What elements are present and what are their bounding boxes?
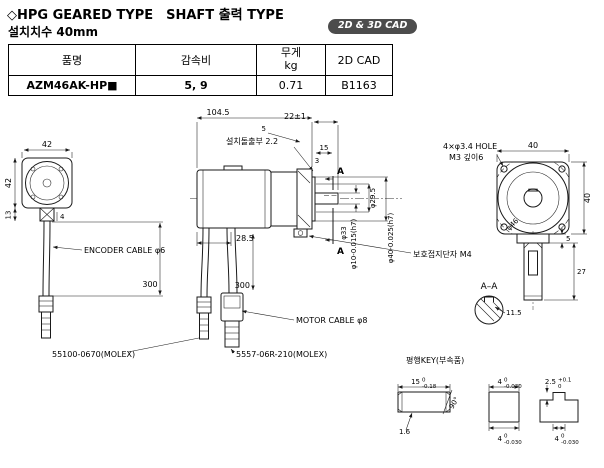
- mounting-hole: [558, 165, 566, 173]
- keyway-slot: [484, 296, 494, 302]
- motor-cable-label: MOTOR CABLE φ8: [296, 316, 367, 325]
- rear-view: 42 42 13 4: [4, 140, 73, 339]
- dim-40-right: 40: [583, 193, 592, 203]
- col-header-name: 품명: [8, 44, 136, 76]
- weight-unit: kg: [284, 59, 298, 72]
- holes-label: 4×φ3.4 HOLE: [443, 142, 497, 151]
- motor-rear-housing: [21, 157, 73, 209]
- dim-keyway-depth-tol-bottom: 0: [558, 384, 562, 390]
- protrusion-label: 설치돌출부 2.2: [226, 136, 278, 146]
- dim-300-left: 300: [142, 280, 157, 289]
- dim-key-width-tol-top: 0: [504, 378, 508, 384]
- molex-encoder-label: 55100-0670(MOLEX): [52, 350, 135, 359]
- dim-keyway-depth-tol-top: +0.1: [558, 378, 571, 384]
- mounting-hole: [500, 223, 508, 231]
- dim-40-top: 40: [528, 141, 538, 150]
- dim-key-height: 4: [498, 435, 503, 443]
- col-header-weight: 무게 kg: [256, 44, 326, 76]
- encoder-connector: [196, 296, 212, 314]
- dim-5-shaft: 5: [566, 235, 570, 243]
- side-view: 104.5 22±1 5 설치돌출부 2.2 15 3: [190, 108, 402, 348]
- output-shaft: [314, 192, 339, 205]
- dim-42-top: 42: [42, 140, 52, 149]
- dim-key-width-tol-bottom: -0.030: [504, 384, 522, 390]
- cell-cad: B1163: [325, 75, 393, 96]
- section-arrow-a-top: A: [337, 167, 344, 177]
- dim-keyway-depth: 2.5: [545, 378, 556, 386]
- dim-key-height-tol-top: 0: [504, 434, 508, 440]
- molex-motor-label: 5557-06R-210(MOLEX): [236, 350, 327, 359]
- cell-ratio: 5, 9: [135, 75, 257, 96]
- key-title: 평행KEY(부속품): [406, 355, 464, 365]
- dim-42-left: 42: [4, 178, 13, 188]
- dim-key-height-tol-bottom: -0.030: [504, 440, 522, 446]
- earth-terminal: [293, 228, 308, 238]
- col-header-ratio: 감속비: [135, 44, 257, 76]
- output-shaft-vertical: [523, 242, 543, 301]
- keyway-profile: [539, 392, 579, 423]
- m3-depth-label: M3 깊이6: [449, 152, 483, 162]
- page-subtitle: 설치치수 40mm: [8, 25, 99, 39]
- dim-11-5: 11.5: [506, 309, 522, 317]
- key-detail: 평행KEY(부속품) 15 0 -0.18 90° 1.6 4: [397, 355, 579, 446]
- dim-104-5: 104.5: [207, 108, 230, 117]
- motor-connector: [220, 292, 244, 322]
- section-arrow-a-bottom: A: [337, 247, 344, 257]
- encoder-cable-label: ENCODER CABLE φ6: [84, 246, 165, 255]
- motor-body: [196, 169, 272, 229]
- cell-model: AZM46AK-HP■: [8, 75, 136, 96]
- front-view: 40 φ46 40 4×φ3.4 HOLE M3 깊이6: [443, 141, 592, 235]
- key-cross-section: [488, 391, 520, 423]
- dim-5-top: 5: [262, 125, 266, 133]
- encoder-connector-rear: [38, 295, 54, 313]
- dim-4: 4: [60, 213, 65, 221]
- shaft-side-view: 5 27: [516, 228, 586, 310]
- dim-key-width: 4: [498, 378, 503, 386]
- section-a-a: A–A 11.5: [474, 282, 522, 325]
- cell-weight: 0.71: [256, 75, 326, 96]
- dim-keyway-width-tol-bottom: -0.030: [561, 440, 579, 446]
- dim-phi40: φ40-0.025(h7): [387, 213, 395, 264]
- cad-badge: 2D & 3D CAD: [328, 19, 418, 34]
- gearhead: [270, 171, 298, 227]
- earth-terminal-label: 보호접지단자 M4: [413, 249, 472, 259]
- dim-key-chamfer: 1.6: [399, 428, 411, 436]
- dim-13: 13: [5, 211, 13, 220]
- dim-28-5: 28.5: [236, 234, 254, 243]
- dim-300-right: 300: [235, 281, 250, 290]
- dim-key-length: 15: [411, 378, 420, 386]
- dim-22: 22±1: [284, 112, 306, 121]
- key-on-shaft: [528, 250, 538, 276]
- dim-27: 27: [577, 268, 586, 276]
- dim-phi10: φ10-0.015(h7): [350, 219, 358, 270]
- dim-keyway-width-tol-top: 0: [561, 434, 565, 440]
- weight-label: 무게: [280, 46, 302, 60]
- table-row: AZM46AK-HP■ 5, 9 0.71 B1163: [8, 75, 393, 96]
- mounting-flange: [296, 168, 313, 230]
- dim-key-length-tol-bottom: -0.18: [422, 384, 437, 390]
- dim-3: 3: [315, 157, 319, 165]
- dim-key-length-tol-top: 0: [422, 378, 426, 384]
- spec-table: 품명 감속비 무게 kg 2D CAD AZM46AK-HP■ 5, 9 0.7…: [8, 44, 393, 96]
- dim-phi33: φ33: [340, 226, 348, 240]
- dim-15: 15: [320, 144, 329, 152]
- dim-keyway-width: 4: [555, 435, 560, 443]
- key-top-view: [397, 391, 451, 413]
- page-title: ◇HPG GEARED TYPE SHAFT 출력 TYPE: [7, 8, 284, 23]
- dim-phi29-5: φ29.5: [369, 188, 377, 208]
- mounting-hole: [500, 165, 508, 173]
- section-label: A–A: [481, 282, 499, 292]
